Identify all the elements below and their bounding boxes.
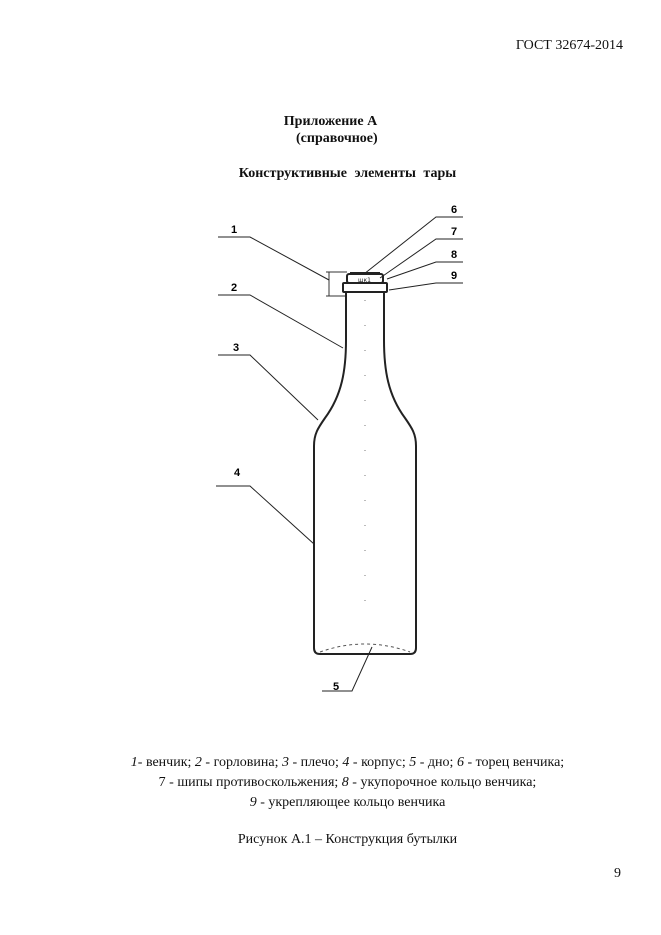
legend-text: - торец венчика; [463, 755, 565, 770]
callout-7: 7 [451, 226, 457, 238]
leader-1 [218, 236, 330, 281]
bottle-outline [313, 292, 417, 655]
leader-6 [363, 216, 463, 275]
legend-line-1: 1- венчик; 2 - горловина; 3 - плечо; 4 -… [0, 753, 661, 773]
leader-5 [322, 646, 373, 692]
callout-3: 3 [233, 342, 239, 354]
legend-text: - плечо; [288, 755, 343, 770]
bottle-bottom-dome [319, 643, 411, 653]
legend-num: 8 [341, 775, 349, 790]
document-code: ГОСТ 32674-2014 [515, 38, 623, 53]
legend-text: - горловина; [201, 755, 282, 770]
legend-num: 6 [456, 755, 464, 770]
leader-9 [388, 282, 463, 291]
page-number: 9 [614, 866, 621, 881]
callout-5: 5 [333, 681, 339, 693]
legend-text: 7 - шипы противоскольжения; [158, 775, 342, 790]
appendix-title: Приложение А [283, 114, 378, 129]
leader-2 [218, 294, 344, 349]
callout-1: 1 [231, 224, 237, 236]
leader-8 [386, 261, 463, 280]
leader-4 [216, 485, 315, 545]
legend-num: 5 [409, 755, 417, 770]
callout-8: 8 [451, 249, 457, 261]
callout-4: 4 [234, 467, 241, 479]
callout-9: 9 [451, 270, 457, 282]
legend-num: 4 [342, 755, 350, 770]
callout-2: 2 [231, 282, 237, 294]
legend-text: - корпус; [349, 755, 410, 770]
figure-heading: Конструктивные элементы тары [238, 166, 457, 181]
figure-legend: 1- венчик; 2 - горловина; 3 - плечо; 4 -… [0, 753, 661, 813]
legend-num: 2 [194, 755, 202, 770]
legend-text: - венчик; [137, 755, 195, 770]
legend-num: 3 [281, 755, 289, 770]
legend-text: - укрепляющее кольцо венчика [256, 795, 446, 810]
appendix-note: (справочное) [296, 131, 378, 146]
legend-text: - укупорочное кольцо венчика; [348, 775, 537, 790]
legend-num: 1 [130, 755, 138, 770]
legend-line-2: 7 - шипы противоскольжения; 8 - укупороч… [0, 773, 661, 793]
figure-caption: Рисунок А.1 – Конструкция бутылки [237, 832, 458, 847]
callout-6: 6 [451, 204, 457, 216]
legend-text: - дно; [416, 755, 457, 770]
leader-7 [379, 238, 463, 279]
finish-dimension [326, 271, 347, 297]
svg-text:шк1: шк1 [358, 277, 371, 284]
legend-num: 9 [249, 795, 257, 810]
leader-3 [218, 354, 319, 421]
legend-line-3: 9 - укрепляющее кольцо венчика [0, 793, 661, 813]
